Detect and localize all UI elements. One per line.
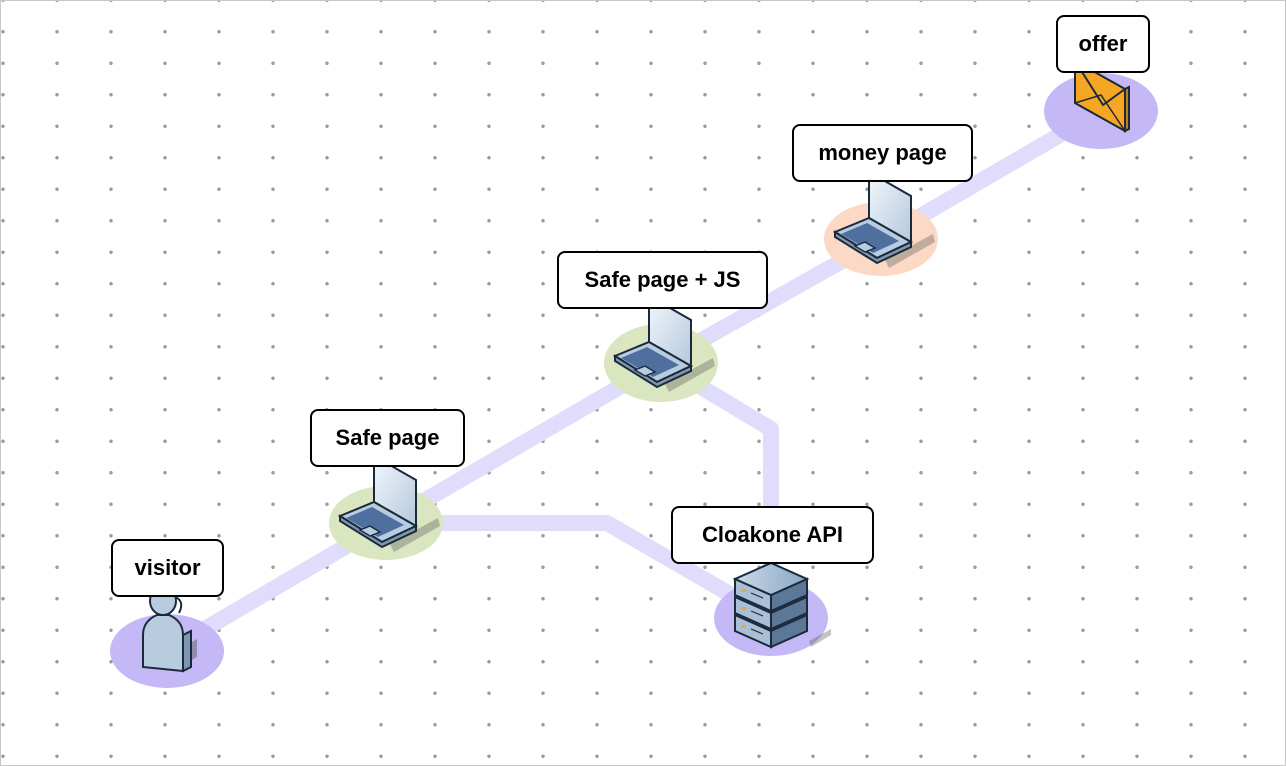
money-page-label: money page [792,124,973,182]
safe-page-label: Safe page [310,409,465,467]
connector-safe-page-safe-page-js [381,356,666,530]
laptop-icon [337,454,440,552]
connector-safe-page-cloakone-api [386,515,776,625]
laptop-icon [832,170,935,268]
cloakone-api-label: Cloakone API [671,506,874,564]
server-icon [732,561,831,649]
envelope-icon [1074,59,1130,133]
visitor-label: visitor [111,539,224,597]
safe-page-js-label: Safe page + JS [557,251,768,309]
laptop-icon [612,294,715,392]
offer-label: offer [1056,15,1150,73]
